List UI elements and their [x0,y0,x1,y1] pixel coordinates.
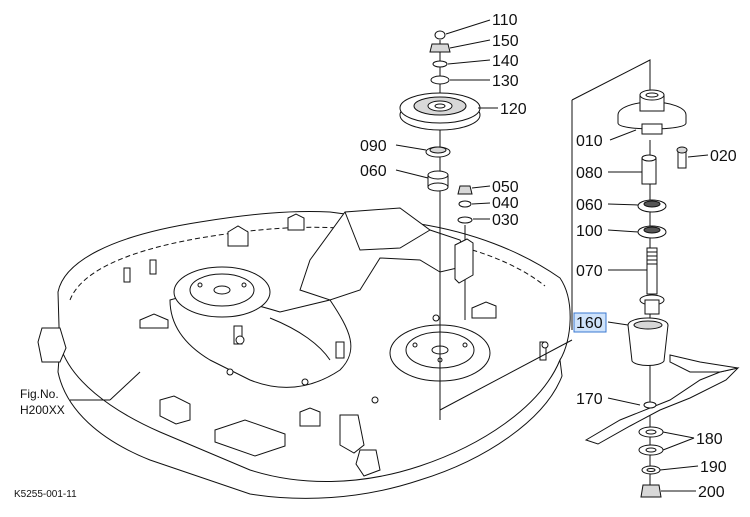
callout-labels: 110 150 140 130 120 090 060 050 040 030 … [360,12,737,501]
leader-lines [70,19,709,492]
callout-120[interactable]: 120 [500,101,527,118]
callout-160-highlight [573,312,607,333]
callout-200[interactable]: 200 [698,484,725,501]
washer-130 [430,75,450,85]
cup-160 [627,317,669,366]
spindle-assembly [439,59,740,498]
mower-deck [37,207,571,499]
fig-no-value[interactable]: H200XX [20,403,65,417]
callout-090[interactable]: 090 [360,138,387,155]
pulley-120 [399,92,481,131]
callout-050[interactable]: 050 [492,179,519,196]
callout-180[interactable]: 180 [696,431,723,448]
bearing-060-spindle [637,199,667,213]
drawing-code: K5255-001-11 [14,489,77,500]
fig-no-label: Fig.No. [20,387,59,401]
callout-100[interactable]: 100 [576,223,603,240]
blade-170 [584,367,740,445]
callout-170[interactable]: 170 [576,391,603,408]
callout-030[interactable]: 030 [492,212,519,229]
callout-190[interactable]: 190 [700,459,727,476]
callout-130[interactable]: 130 [492,73,519,90]
callout-060-pulley[interactable]: 060 [360,163,387,180]
callout-020[interactable]: 020 [710,148,737,165]
nut-200 [640,484,662,498]
bearing-100 [637,225,667,239]
callout-010[interactable]: 010 [576,133,603,150]
shaft-070 [639,247,665,315]
callout-080[interactable]: 080 [576,165,603,182]
sleeve-080 [641,157,657,185]
callout-150[interactable]: 150 [492,33,519,50]
washer-030 [457,216,473,224]
callout-140[interactable]: 140 [492,53,519,70]
callout-040[interactable]: 040 [492,195,519,212]
housing-010 [617,89,687,135]
callout-060-spindle[interactable]: 060 [576,197,603,214]
figure-reference: Fig.No. H200XX [20,387,65,417]
callout-110[interactable]: 110 [492,12,518,29]
cap-110 [434,30,446,40]
callout-160[interactable]: 160 [576,315,603,332]
pulley-stack [399,30,481,420]
washer-140 [432,60,448,68]
callout-070[interactable]: 070 [576,263,603,280]
nut-150 [429,43,451,53]
nut-050 [457,185,473,195]
washer-040 [458,200,472,208]
